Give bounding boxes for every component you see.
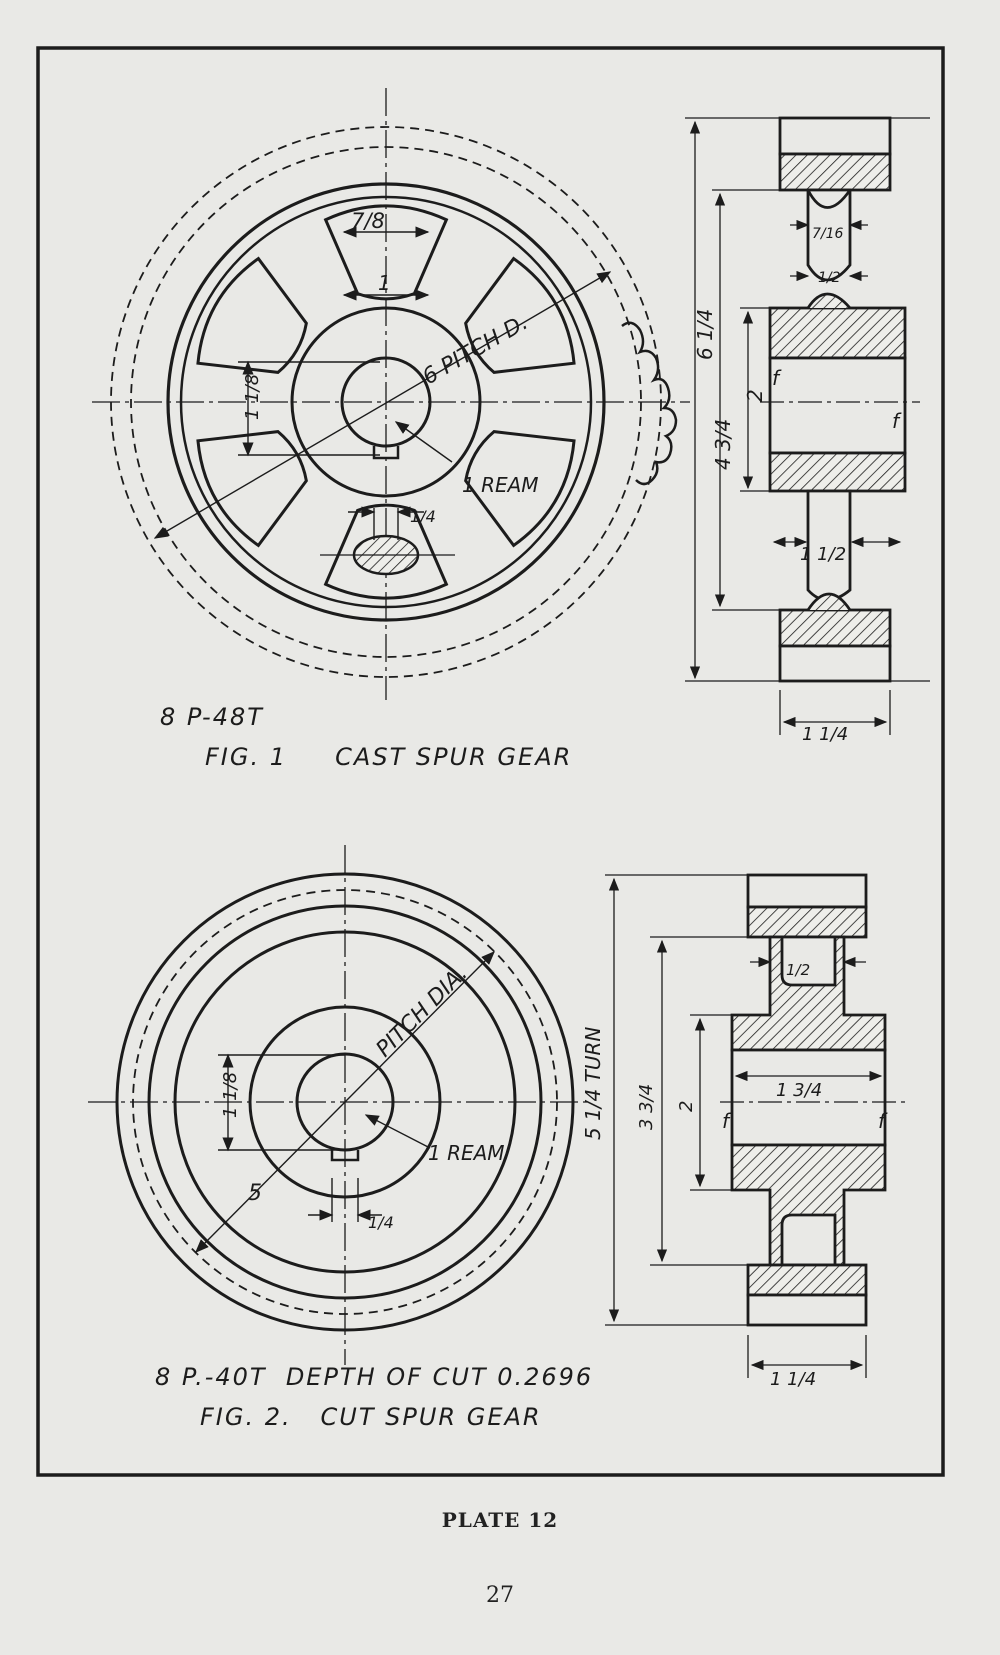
fig1-arm-opening — [196, 256, 308, 374]
fig2-turn-label: 5 1/4 TURN — [581, 1027, 605, 1140]
fig1-spec: 8 P-48T — [160, 703, 264, 731]
fig1-dim-face-web: 1 1/2 — [800, 544, 846, 565]
fig2-front-view — [88, 845, 590, 1365]
fig2-dim-hub-height: 1 1/8 — [220, 1072, 241, 1118]
fig1-side-section — [768, 116, 907, 683]
fig1-dim-key: 1/4 — [410, 507, 436, 526]
fig2-dim-web: 1/2 — [786, 961, 810, 979]
fig1-ream-label: 1 REAM — [462, 473, 539, 497]
fig1-finish-mark-left: f — [772, 366, 782, 390]
fig2-ream-label: 1 REAM — [428, 1141, 505, 1165]
fig2-pitch-value: 5 — [248, 1181, 262, 1206]
fig1-dim-hub-height: 1 1/8 — [242, 374, 263, 420]
fig2-spec: 8 P.-40T DEPTH OF CUT 0.2696 — [155, 1363, 593, 1391]
fig2-dim-web-dia: 3 3/4 — [636, 1084, 657, 1130]
fig2-finish-mark-left: f — [722, 1109, 732, 1133]
fig1-dim-rim-thickness: 7/16 — [812, 226, 844, 242]
fig1-arm-opening — [196, 430, 308, 548]
fig1-front-view — [92, 88, 690, 700]
fig2-dim-hub-dia: 2 — [676, 1101, 697, 1112]
plate-label: PLATE 12 — [441, 1508, 559, 1532]
fig1-side-dims — [685, 117, 930, 735]
fig1-caption: FIG. 1 CAST SPUR GEAR — [205, 743, 572, 771]
fig1-dim-1: 1 — [378, 271, 391, 295]
fig1-dim-lines — [153, 226, 612, 540]
page-number: 27 — [486, 1583, 514, 1608]
fig1-dim-7-8: 7/8 — [351, 209, 385, 233]
fig2-dim-face-width: 1 1/4 — [770, 1369, 816, 1390]
fig1-tooth-profile — [621, 321, 678, 486]
fig2-dim-key: 1/4 — [368, 1213, 394, 1232]
fig1-finish-mark-right: f — [892, 409, 902, 433]
fig2-finish-mark-right: f — [878, 1109, 888, 1133]
plate-frame — [36, 46, 945, 1477]
fig2-dim-lines — [195, 951, 495, 1253]
fig1-dim-face-width: 1 1/4 — [802, 724, 848, 745]
fig2-dim-hub-length: 1 3/4 — [776, 1080, 822, 1101]
fig1-dim-hub-dia: 2 — [743, 389, 767, 402]
fig2-side-dims — [605, 874, 905, 1378]
fig1-dim-overall: 6 1/4 — [693, 309, 717, 360]
fig2-caption: FIG. 2. CUT SPUR GEAR — [200, 1403, 542, 1431]
fig1-dim-rim-web: 1/2 — [818, 270, 841, 286]
fig1-dim-bolt-dia: 4 3/4 — [711, 419, 735, 470]
